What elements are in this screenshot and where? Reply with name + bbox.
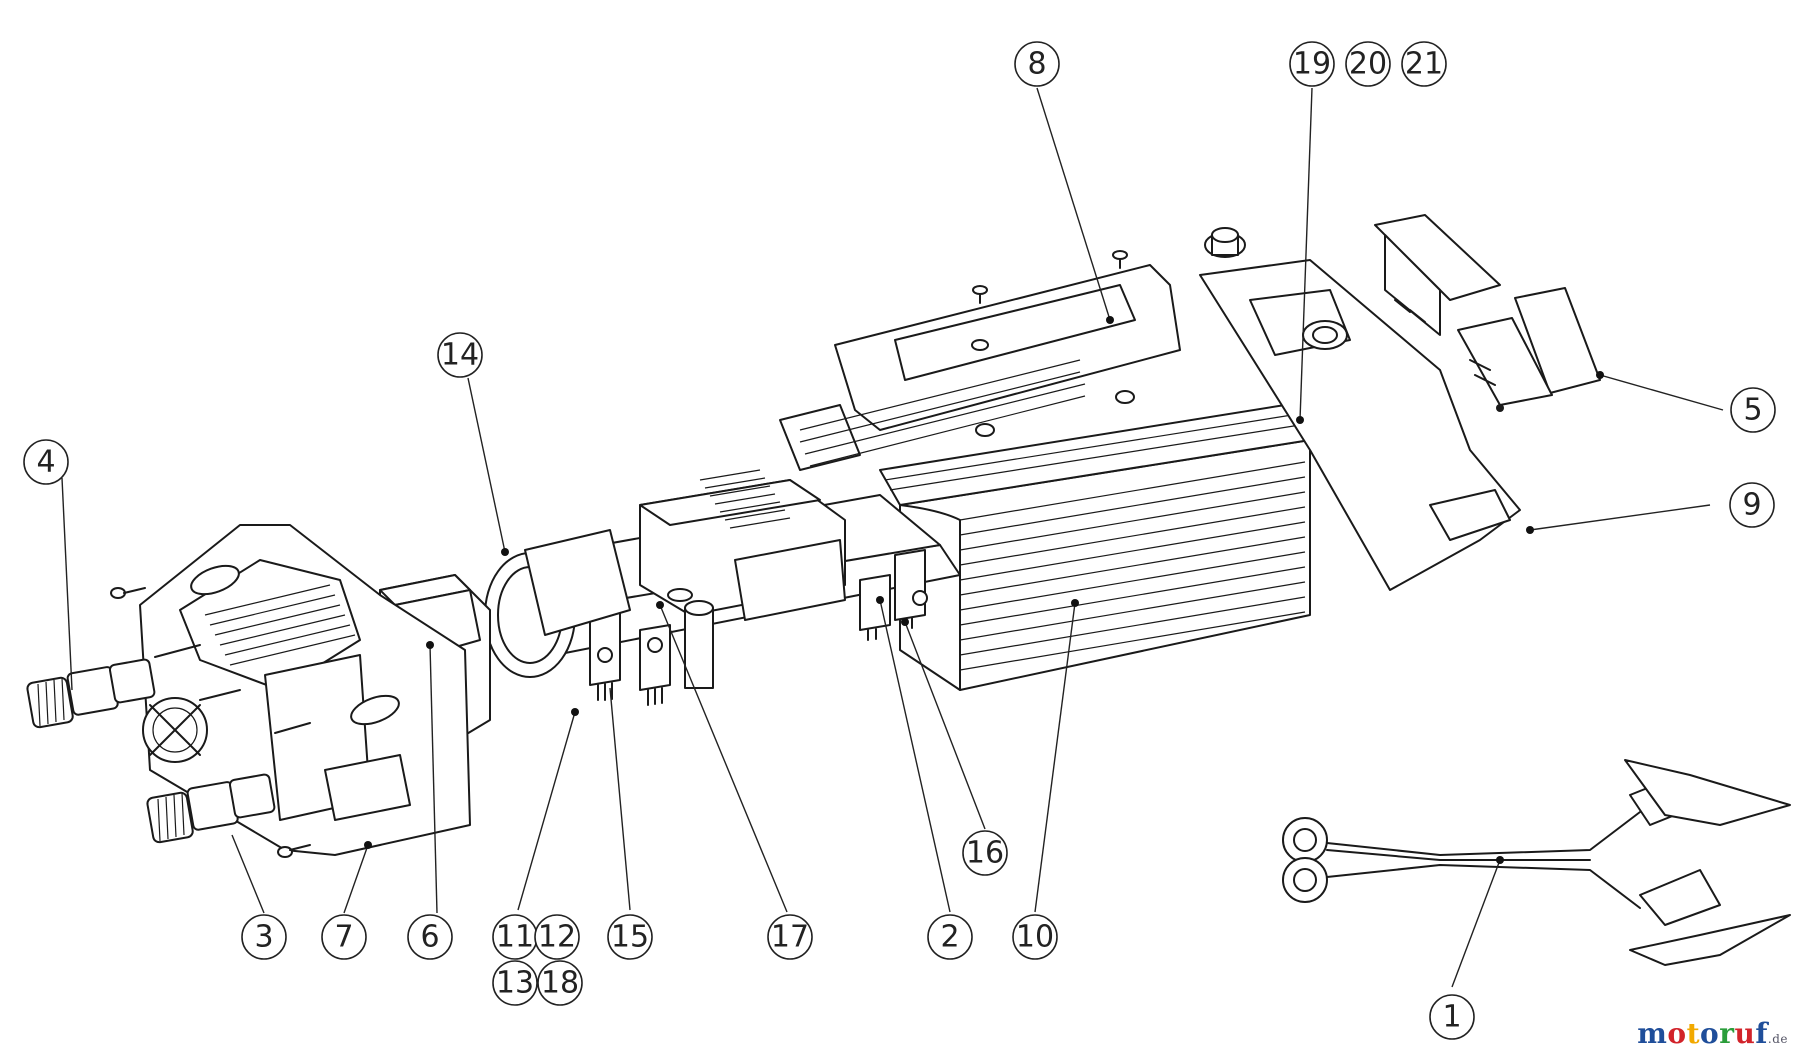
watermark-logo: motoruf.de <box>1637 1017 1788 1050</box>
svg-text:11: 11 <box>496 920 534 955</box>
capacitor <box>667 588 714 689</box>
transistor-left <box>589 599 621 701</box>
watermark-letter: t <box>1686 1017 1701 1050</box>
svg-text:1: 1 <box>1442 1000 1461 1035</box>
fan-grille <box>142 697 208 763</box>
callout-8: 8 <box>1014 41 1060 87</box>
rear-end-cap <box>1199 227 1521 591</box>
watermark-letter: m <box>1637 1017 1668 1050</box>
svg-text:13: 13 <box>496 966 534 1001</box>
svg-text:8: 8 <box>1027 47 1046 82</box>
svg-text:5: 5 <box>1743 393 1762 428</box>
callout-3: 3 <box>241 914 287 960</box>
svg-text:6: 6 <box>420 920 439 955</box>
svg-text:9: 9 <box>1742 488 1761 523</box>
svg-text:21: 21 <box>1405 47 1443 82</box>
svg-text:12: 12 <box>538 920 576 955</box>
svg-text:17: 17 <box>771 920 809 955</box>
callout-13: 13 <box>492 960 538 1006</box>
heatsink-housing <box>879 404 1311 691</box>
watermark-letters: motoruf <box>1637 1017 1768 1050</box>
cover-screws <box>972 250 1128 304</box>
terminal-knob-bottom <box>146 773 276 844</box>
svg-text:4: 4 <box>36 445 55 480</box>
watermark-letter: u <box>1734 1017 1756 1050</box>
svg-text:10: 10 <box>1016 920 1054 955</box>
callout-4: 4 <box>23 439 69 485</box>
watermark-letter: r <box>1719 1017 1735 1050</box>
callout-1: 1 <box>1429 994 1475 1040</box>
watermark-letter: f <box>1755 1017 1768 1050</box>
inductor-coil <box>484 529 631 678</box>
terminal-knob-top <box>26 658 156 729</box>
watermark-letter: o <box>1700 1017 1720 1050</box>
callout-9: 9 <box>1729 482 1775 528</box>
svg-text:2: 2 <box>940 920 959 955</box>
callout-14: 14 <box>437 332 483 378</box>
top-cover <box>779 250 1181 471</box>
svg-text:20: 20 <box>1349 47 1387 82</box>
callout-21: 21 <box>1401 41 1447 87</box>
cable-with-clamps <box>1282 759 1791 966</box>
ac-socket-parts <box>1374 214 1601 412</box>
callout-15: 15 <box>607 914 653 960</box>
callout-6: 6 <box>407 914 453 960</box>
callout-17: 17 <box>767 914 813 960</box>
watermark-suffix: .de <box>1767 1032 1788 1046</box>
svg-text:16: 16 <box>966 836 1004 871</box>
callout-10: 10 <box>1012 914 1058 960</box>
callout-7: 7 <box>321 914 367 960</box>
svg-text:3: 3 <box>254 920 273 955</box>
transistor-pair <box>859 549 928 641</box>
callout-20: 20 <box>1345 41 1391 87</box>
circuit-board <box>484 469 961 706</box>
callout-18: 18 <box>537 960 583 1006</box>
callout-5: 5 <box>1730 387 1776 433</box>
leader-lines <box>61 87 1724 988</box>
callout-16: 16 <box>962 830 1008 876</box>
svg-text:7: 7 <box>334 920 353 955</box>
svg-text:19: 19 <box>1293 47 1331 82</box>
transistor-right <box>639 624 671 706</box>
transformer-block <box>639 469 846 621</box>
callout-2: 2 <box>927 914 973 960</box>
svg-text:14: 14 <box>441 338 479 373</box>
callout-11: 11 <box>492 914 538 960</box>
svg-text:15: 15 <box>611 920 649 955</box>
callout-19: 19 <box>1289 41 1335 87</box>
watermark-letter: o <box>1667 1017 1687 1050</box>
front-panel-housing <box>110 524 471 858</box>
callout-12: 12 <box>534 914 580 960</box>
housing-screws <box>110 587 311 858</box>
svg-text:18: 18 <box>541 966 579 1001</box>
